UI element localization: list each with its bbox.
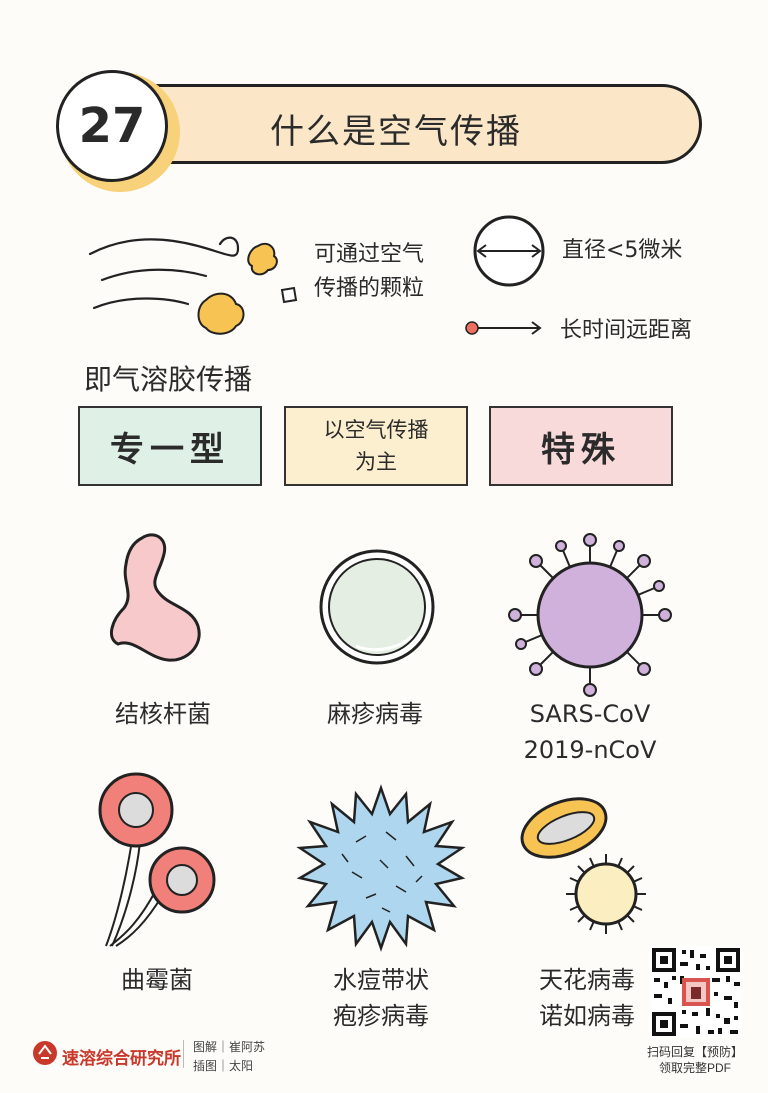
particle-blob-1: [247, 242, 278, 276]
particle-blob-2: [197, 292, 245, 335]
category-exclusive: 专一型: [78, 406, 262, 486]
tuberculosis-illustration: [109, 533, 201, 662]
footer-divider: [183, 1040, 184, 1068]
title-banner: [118, 84, 702, 164]
qr-instruction-2: 领取完整PDF: [658, 1061, 731, 1075]
particle-small: [280, 286, 298, 304]
pathogen-tuberculosis: 结核杆菌: [115, 700, 211, 728]
category-special: 特殊: [489, 406, 673, 486]
wind-particles-illustration: [88, 236, 298, 335]
category-mainly-airborne: 以空气传播为主: [284, 406, 468, 486]
qr-code[interactable]: [650, 946, 742, 1038]
diameter-circle-icon: [473, 215, 545, 287]
page-title: 什么是空气传播: [270, 112, 522, 152]
pathogen-coronavirus: SARS-CoV 2019-nCoV: [523, 700, 657, 764]
qr-instruction-1: 扫码回复【预防】: [646, 1045, 743, 1059]
aerosol-heading: 即气溶胶传播: [84, 363, 253, 396]
diameter-label: 直径<5微米: [562, 238, 683, 263]
distance-arrow-icon: [465, 321, 542, 335]
pathogen-smallpox-norovirus: 天花病毒 诺如病毒: [539, 966, 635, 1030]
coronavirus-illustration: [508, 533, 672, 697]
section-number: 27: [56, 70, 168, 182]
distance-label: 长时间远距离: [560, 318, 693, 343]
credit-illustrated-by: 图解｜崔阿苏: [193, 1040, 266, 1054]
credit-drawn-by: 插图｜太阳: [193, 1059, 254, 1073]
measles-virus-illustration: [319, 549, 435, 665]
pathogen-varicella: 水痘带状 疱疹病毒: [333, 966, 429, 1030]
aspergillus-illustration: [98, 772, 216, 947]
pathogen-measles: 麻疹病毒: [327, 700, 423, 728]
org-logo-icon: [33, 1041, 57, 1065]
particles-label: 可通过空气 传播的颗粒: [314, 242, 425, 301]
org-name: 速溶综合研究所: [62, 1049, 181, 1068]
pathogen-aspergillus: 曲霉菌: [121, 966, 193, 994]
varicella-virus-illustration: [296, 784, 466, 952]
smallpox-norovirus-illustration: [520, 797, 646, 934]
